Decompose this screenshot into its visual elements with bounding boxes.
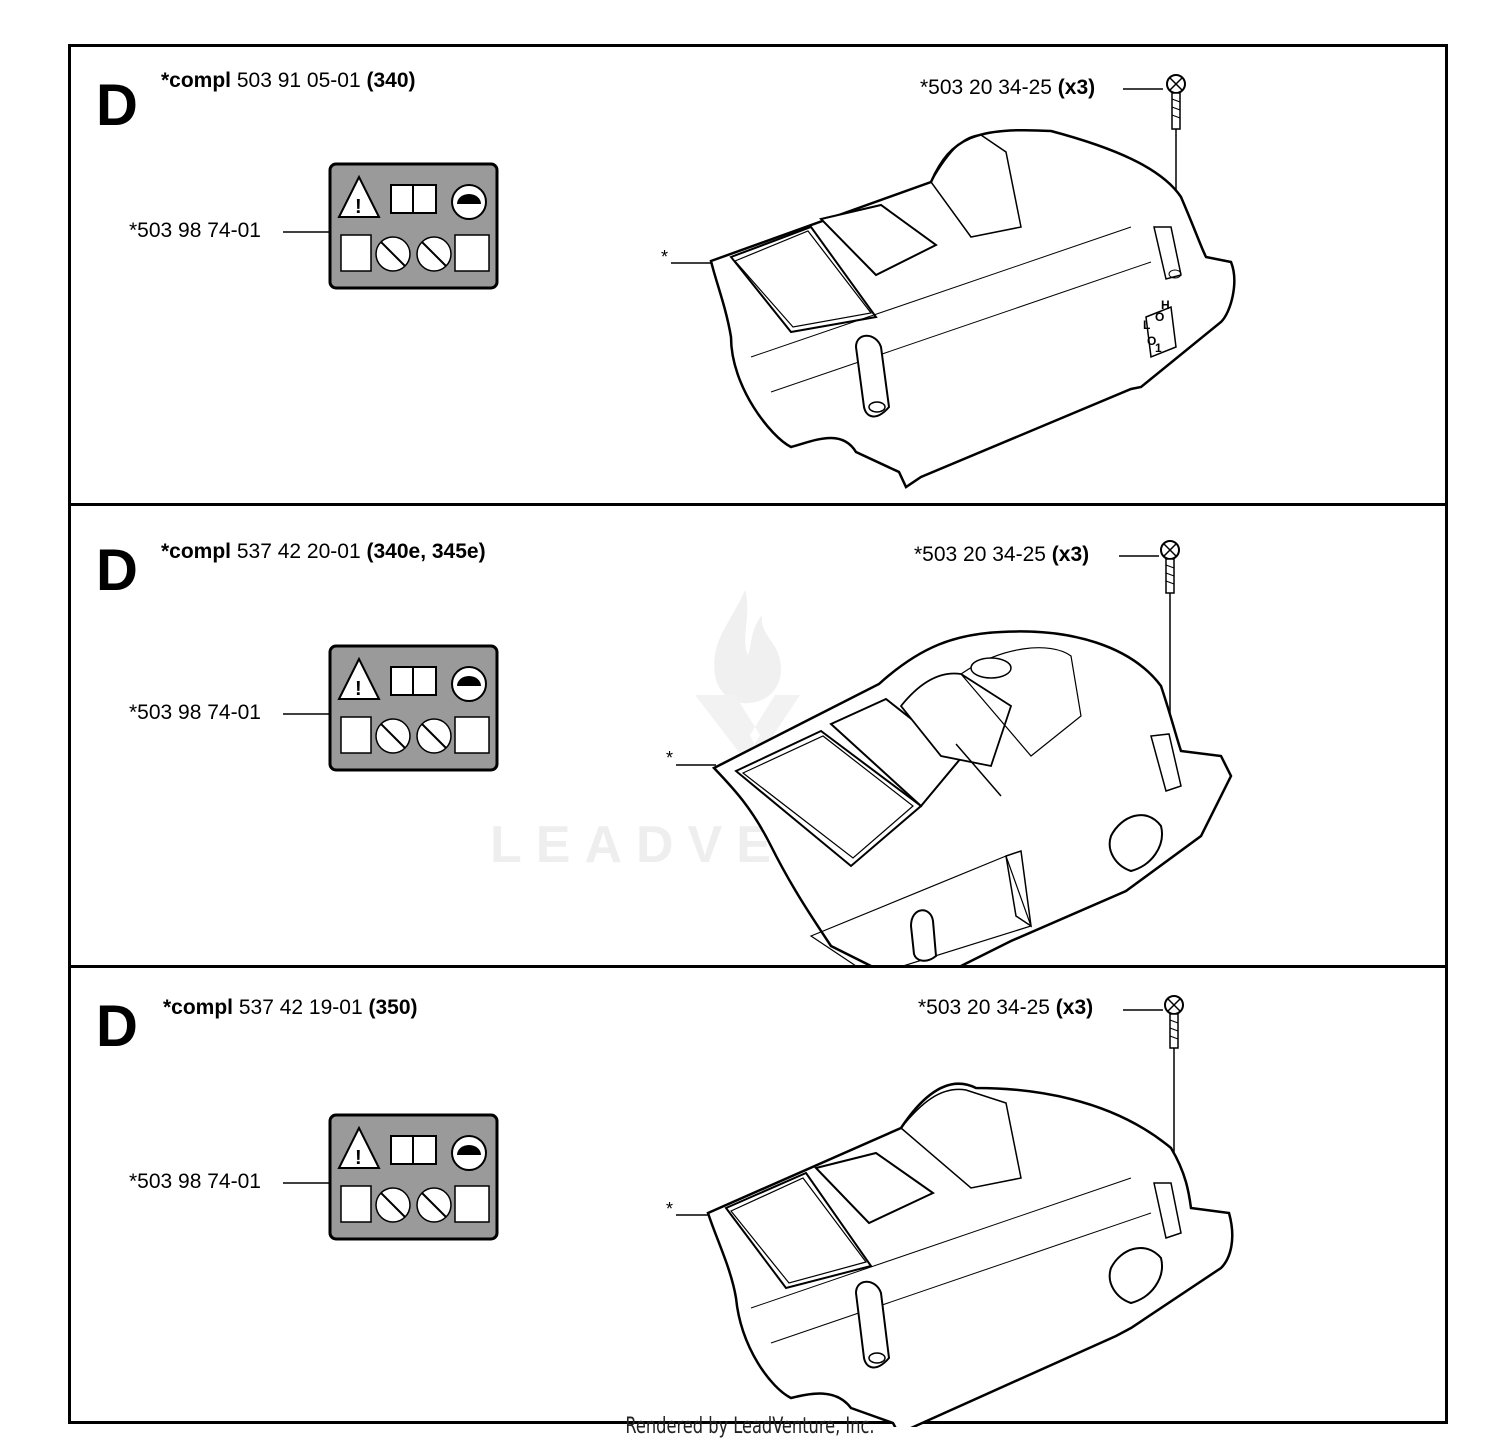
lo-mark: L xyxy=(1143,318,1150,332)
cover-callout: * xyxy=(666,748,674,768)
title-prefix: *compl xyxy=(161,69,232,92)
h-mark: H xyxy=(1161,298,1170,312)
o-mark: O xyxy=(1155,310,1164,324)
flame-logo-icon xyxy=(695,590,800,760)
section-letter: D xyxy=(96,994,138,1059)
helmet-icon xyxy=(451,184,487,220)
screw-callout: *503 20 34-25 (x3) xyxy=(914,543,1089,567)
screw-part-number: *503 20 34-25 xyxy=(918,996,1050,1019)
title-prefix: *compl xyxy=(161,540,232,563)
panel-340e-345e: D *compl 537 42 20-01 (340e, 345e) *503 … xyxy=(71,503,1445,968)
warning-triangle-icon: ! xyxy=(337,656,381,700)
assembly-title: *compl 503 91 05-01 (340) xyxy=(161,69,416,93)
svg-text:!: ! xyxy=(355,678,362,700)
cover-callout: * xyxy=(666,1199,674,1219)
brand-logo-icon xyxy=(970,657,1012,679)
ppe-icon xyxy=(454,1185,490,1223)
decal-callout: *503 98 74-01 xyxy=(129,219,261,242)
assembly-title: *compl 537 42 19-01 (350) xyxy=(163,996,418,1020)
title-prefix: *compl xyxy=(163,996,234,1019)
decal-callout: *503 98 74-01 xyxy=(129,701,261,724)
screw-quantity: (x3) xyxy=(1055,996,1094,1019)
cover-callout: * xyxy=(661,247,669,267)
helmet-icon xyxy=(451,666,487,702)
manual-book-icon xyxy=(390,184,437,214)
helmet-icon xyxy=(451,1135,487,1171)
warning-triangle-icon: ! xyxy=(337,174,381,218)
assembly-title: *compl 537 42 20-01 (340e, 345e) xyxy=(161,540,486,564)
kickback-icon xyxy=(340,716,372,754)
section-letter: D xyxy=(96,73,138,138)
warning-decal: ! xyxy=(328,644,499,772)
svg-text:!: ! xyxy=(355,196,362,218)
part-number: 503 91 05-01 xyxy=(236,69,361,92)
cover-drawing-340: ! xyxy=(283,74,1236,489)
kickback-icon xyxy=(340,1185,372,1223)
model-list: (340e, 345e) xyxy=(366,540,486,563)
section-letter: D xyxy=(96,538,138,603)
cover-drawing-340e: ! xyxy=(283,540,1233,968)
kickback-icon xyxy=(340,234,372,272)
screw-callout: *503 20 34-25 (x3) xyxy=(918,996,1093,1020)
panel-340: D *compl 503 91 05-01 (340) *503 98 74-0… xyxy=(71,47,1445,506)
screw-quantity: (x3) xyxy=(1057,76,1096,99)
screw-part-number: *503 20 34-25 xyxy=(920,76,1052,99)
model-list: (350) xyxy=(368,996,418,1019)
cover-drawing-350: ! xyxy=(283,995,1234,1427)
warning-decal: ! xyxy=(328,1113,499,1241)
ppe-icon xyxy=(454,716,490,754)
part-number: 537 42 19-01 xyxy=(238,996,363,1019)
one-mark: 1 xyxy=(1155,341,1162,355)
ppe-icon xyxy=(454,234,490,272)
diagram-frame: D *compl 503 91 05-01 (340) *503 98 74-0… xyxy=(68,44,1448,1427)
warning-decal: ! xyxy=(328,162,499,290)
o2-mark: O xyxy=(1147,334,1156,348)
warning-triangle-icon: ! xyxy=(337,1125,381,1169)
part-number: 537 42 20-01 xyxy=(236,540,361,563)
model-list: (340) xyxy=(366,69,416,92)
footer-credit: Rendered by LeadVenture, Inc. xyxy=(625,1414,875,1439)
screw-part-number: *503 20 34-25 xyxy=(914,543,1046,566)
screw-callout: *503 20 34-25 (x3) xyxy=(920,76,1095,100)
panel-350: D *compl 537 42 19-01 (350) *503 98 74-0… xyxy=(71,965,1445,1427)
svg-text:!: ! xyxy=(355,1147,362,1169)
manual-book-icon xyxy=(390,1135,437,1165)
manual-book-icon xyxy=(390,666,437,696)
screw-quantity: (x3) xyxy=(1051,543,1090,566)
decal-callout: *503 98 74-01 xyxy=(129,1170,261,1193)
